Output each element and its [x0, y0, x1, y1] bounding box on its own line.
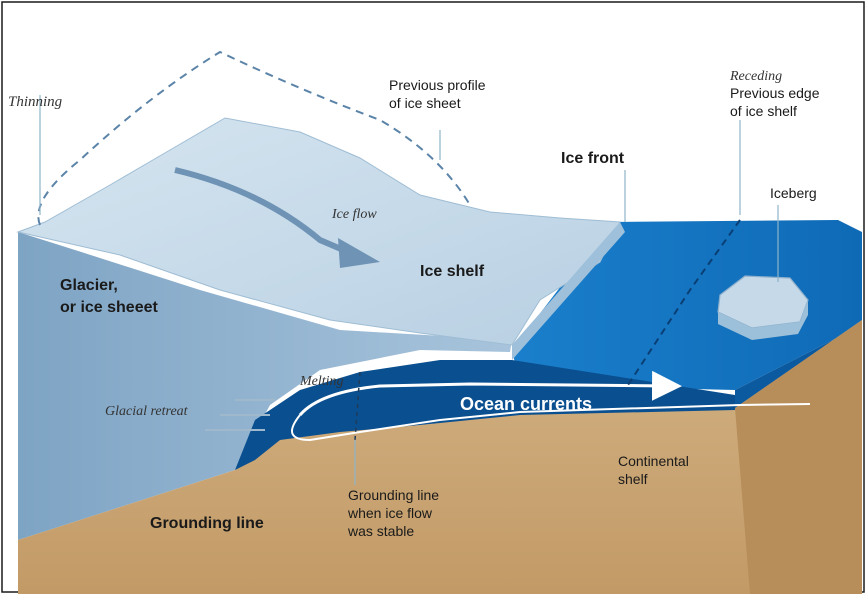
continental-shelf: [18, 320, 862, 594]
ice-front-face: [512, 222, 625, 360]
label-grounding-line: Grounding line: [150, 515, 264, 532]
label-grounding-stable-3: was stable: [347, 523, 414, 539]
label-previous-edge-2: of ice shelf: [730, 103, 797, 119]
current-arrow: [298, 370, 682, 417]
label-receding: Receding: [729, 69, 782, 84]
ice-flow-arrow-shaft: [174, 167, 357, 258]
label-glacier-2: or ice sheeet: [60, 299, 159, 316]
current-loop-lower: [291, 403, 811, 442]
previous-profile-line: [37, 50, 471, 226]
label-previous-profile-1: Previous profile: [389, 77, 486, 93]
iceberg-side: [718, 300, 808, 340]
label-continental-1: Continental: [618, 453, 689, 469]
label-grounding-stable-2: when ice flow: [347, 505, 433, 521]
previous-edge-line: [627, 219, 741, 386]
label-grounding-stable-1: Grounding line: [348, 487, 439, 503]
label-ocean-currents: Ocean currents: [460, 394, 592, 414]
label-glacier-1: Glacier,: [60, 277, 118, 294]
label-ice-shelf: Ice shelf: [420, 263, 485, 280]
label-iceberg: Iceberg: [770, 185, 817, 201]
label-melting: Melting: [299, 374, 344, 389]
grounding-stable-line: [354, 371, 361, 441]
ice-shelf-top: [16, 117, 621, 346]
shelf-side: [735, 320, 862, 594]
label-thinning: Thinning: [8, 94, 63, 110]
glacier-side: [18, 232, 512, 540]
ice-flow-arrow-head: [338, 238, 380, 268]
label-ice-front: Ice front: [561, 150, 625, 167]
label-glacial-retreat: Glacial retreat: [105, 404, 189, 419]
label-previous-profile-2: of ice sheet: [389, 95, 461, 111]
label-ice-flow: Ice flow: [331, 207, 377, 222]
label-continental-2: shelf: [618, 471, 648, 487]
label-previous-edge-1: Previous edge: [730, 85, 820, 101]
